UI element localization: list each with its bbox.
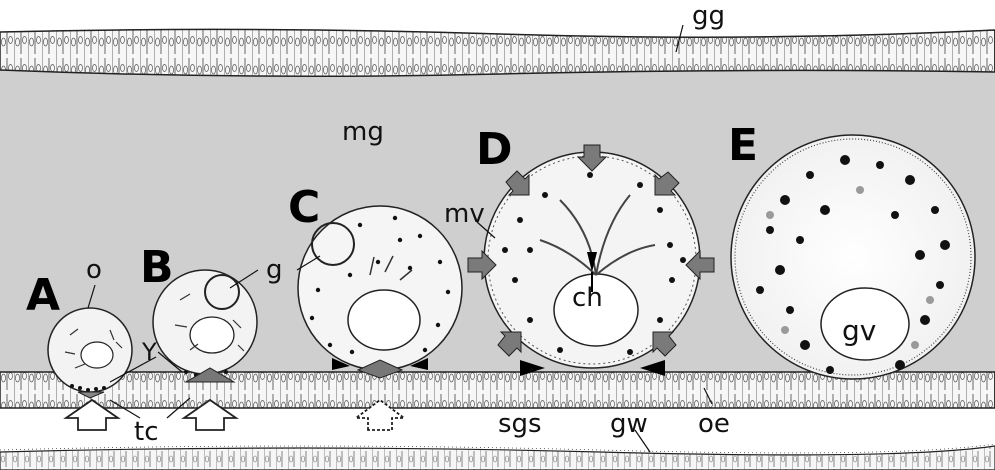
panel-letter-e: E (728, 120, 758, 171)
label-gv: gv (842, 314, 876, 347)
label-tc: tc (134, 417, 159, 447)
label-mv: mv (444, 199, 485, 229)
label-oe: oe (698, 409, 730, 439)
gut-wall-bottom (0, 444, 995, 470)
label-g: g (266, 255, 283, 285)
label-ch: ch (572, 283, 603, 313)
label-sgs: sgs (498, 409, 542, 439)
label-y: Y (141, 338, 157, 366)
label-mg: mg (342, 117, 384, 147)
label-o: o (86, 255, 102, 285)
gut-epithelium-top (0, 29, 995, 76)
panel-letter-a: A (26, 270, 60, 321)
label-gg: gg (692, 1, 725, 31)
panel-letter-c: C (288, 182, 320, 233)
label-gw: gw (610, 409, 648, 439)
panel-letter-b: B (140, 242, 174, 293)
panel-letter-d: D (476, 124, 513, 175)
